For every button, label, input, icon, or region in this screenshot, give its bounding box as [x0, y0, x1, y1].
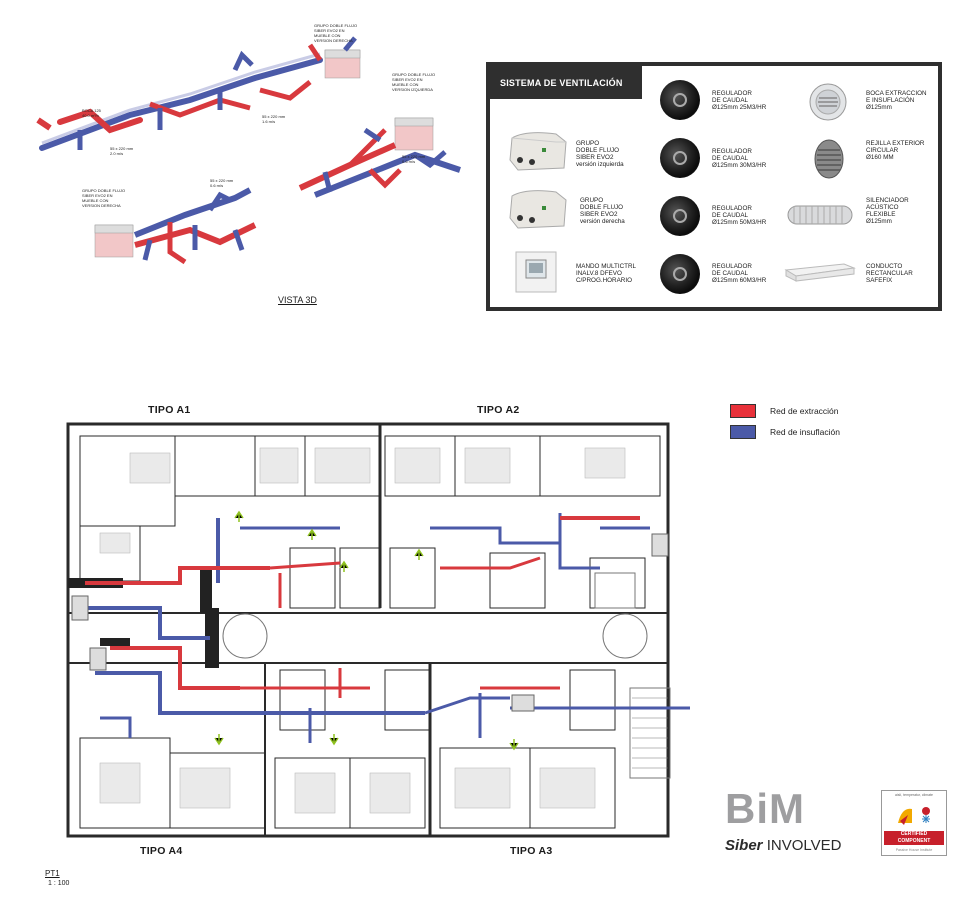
core: [222, 572, 671, 779]
plan-title-a1: TIPO A1: [148, 404, 191, 416]
panel-title: SISTEMA DE VENTILACIÓN: [500, 78, 623, 88]
supply-ducts: [85, 513, 690, 743]
product-label-rectangular-duct: CONDUCTO RECTANCULAR SAFEFIX: [866, 263, 913, 284]
rectangular-duct-image: [784, 263, 856, 282]
panel-title-bar: SISTEMA DE VENTILACIÓN: [490, 66, 642, 99]
label-3d-duct-d: 55 x 220 mm 0.6 m/s: [210, 178, 234, 188]
cert-band-line1: CERTIFIED: [900, 831, 928, 837]
extraction-vent-image: [809, 83, 847, 121]
legend-insufflation-label: Red de insuflación: [770, 427, 840, 437]
sheet-scale: 1 : 100: [48, 880, 70, 887]
product-label-dual-flow-left: GRUPO DOBLE FLUJO SIBER EVO2 versión izq…: [576, 140, 624, 168]
cert-band-line2: COMPONENT: [897, 838, 931, 844]
dual-flow-unit-left-image: [509, 132, 567, 171]
legend-extraction-label: Red de extracción: [770, 406, 839, 416]
plan-title-a2: TIPO A2: [477, 404, 520, 416]
sheet-id: PT1: [45, 869, 60, 878]
bim-logo-text: BiM: [725, 785, 805, 832]
legend-extraction-swatch: [730, 404, 756, 418]
dual-flow-units: [71, 533, 669, 712]
floor-plan: TIPO A1 TIPO A2 TIPO A4 TIPO A3: [40, 404, 690, 857]
product-label-regulator-60: REGULADOR DE CAUDAL Ø125mm 60M3/HR: [712, 263, 767, 284]
ventilation-system-panel: SISTEMA DE VENTILACIÓN GRUPO DOBLE FLUJO…: [486, 62, 942, 311]
flow-regulator-50-image: [660, 196, 700, 236]
product-label-regulator-30: REGULADOR DE CAUDAL Ø125mm 30M3/HR: [712, 148, 767, 169]
flow-regulator-30-image: [660, 138, 700, 178]
walls: [66, 422, 670, 838]
product-label-acoustic-silencer: SILENCIADOR ACÚSTICO FLEXIBLE Ø125mm: [866, 197, 909, 225]
extract-ducts: [85, 516, 640, 698]
duct-network-3: [94, 187, 257, 265]
product-label-regulator-50: REGULADOR DE CAUDAL Ø125mm 50M3/HR: [712, 205, 767, 226]
siber-word: Siber: [725, 837, 763, 854]
label-3d-unit-bottom: GRUPO DOBLE FLUJO SIBER EVO2 EN MUEBLE C…: [82, 188, 126, 208]
plan-title-a4: TIPO A4: [140, 845, 183, 857]
passive-house-icon: [898, 807, 930, 825]
product-label-regulator-25: REGULADOR DE CAUDAL Ø125mm 25M3/HR: [712, 90, 767, 111]
duct-network-1: [36, 36, 361, 151]
siber-involved-text: Siber INVOLVED: [725, 837, 841, 854]
dual-flow-unit-right-image: [509, 190, 567, 229]
bim-siber-logo: BiM Siber INVOLVED: [725, 785, 845, 855]
furniture: [99, 447, 626, 814]
cert-bottom-text: Passive House Institute: [895, 848, 933, 852]
product-label-exterior-grille: REJILLA EXTERIOR CIRCULAR Ø160 MM: [866, 140, 925, 161]
view-3d: GRUPO DOBLE FLUJO SIBER EVO2 EN MUEBLE C…: [20, 20, 470, 305]
view-3d-caption: VISTA 3D: [278, 295, 317, 305]
product-label-extraction-vent: BOCA EXTRACCION E INSUFLACIÓN Ø125mm: [866, 90, 927, 111]
floor-plan-drawing: [66, 422, 690, 838]
duct-network-2: [298, 117, 461, 198]
legend-insufflation-swatch: [730, 425, 756, 439]
exterior-grille-image: [814, 139, 844, 179]
airflow-arrows: [214, 510, 519, 751]
acoustic-silencer-image: [787, 205, 853, 225]
flow-regulator-25-image: [660, 80, 700, 120]
product-label-dual-flow-right: GRUPO DOBLE FLUJO SIBER EVO2 versión der…: [580, 197, 625, 225]
flow-regulator-60-image: [660, 254, 700, 294]
label-3d-unit-right: GRUPO DOBLE FLUJO SIBER EVO2 EN MUEBLE C…: [314, 23, 358, 43]
label-3d-boca: BOCA 125 40.0 m³/h: [82, 108, 101, 118]
label-3d-duct-b: 55 x 220 mm 1.6 m/s: [262, 114, 286, 124]
product-label-control: MANDO MULTICTRL INALV.8 DFEVO C/PROG.HOR…: [576, 263, 637, 284]
involved-word: INVOLVED: [766, 837, 842, 854]
view-3d-drawing: [36, 36, 461, 265]
cert-top-text: aislí, temperatur, climate: [895, 793, 933, 797]
label-3d-duct-a: 55 x 220 mm 2.0 m/s: [110, 146, 134, 156]
control-panel-image: [515, 251, 557, 293]
label-3d-duct-c: 55 x 220 mm 0.6 m/s: [402, 154, 426, 164]
plan-title-a3: TIPO A3: [510, 845, 553, 857]
label-3d-unit-left: GRUPO DOBLE FLUJO SIBER EVO2 EN MUEBLE C…: [392, 72, 436, 92]
